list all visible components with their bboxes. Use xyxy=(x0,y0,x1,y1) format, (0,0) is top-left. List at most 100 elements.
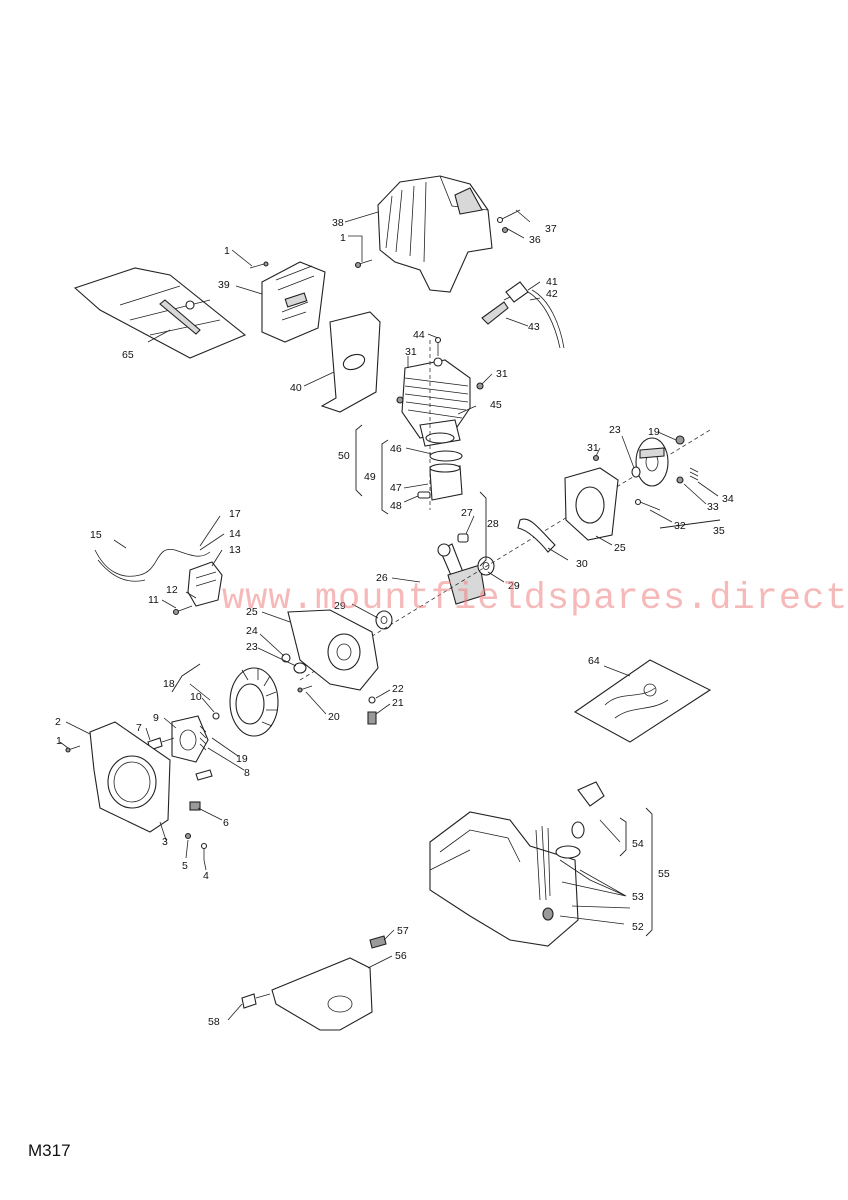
crankcase-screw xyxy=(297,685,313,693)
callout-35: 35 xyxy=(713,525,725,537)
callout-10: 10 xyxy=(190,691,202,703)
callout-7: 7 xyxy=(136,722,142,734)
fuel-filter xyxy=(542,907,554,921)
page-code: M317 xyxy=(28,1141,71,1160)
cover-screw xyxy=(496,209,521,234)
fuel-tank xyxy=(429,811,579,947)
callout-3: 3 xyxy=(162,836,168,848)
callout-50: 50 xyxy=(338,450,350,462)
muffler xyxy=(261,261,326,343)
callout-17: 17 xyxy=(229,508,241,520)
callout-42: 42 xyxy=(546,288,558,300)
crankshaft xyxy=(437,543,486,605)
starter-pulley xyxy=(171,715,209,763)
instruction-sheet xyxy=(573,659,712,743)
cover-screw-1 xyxy=(354,259,373,269)
clutch-washer xyxy=(631,466,641,478)
brackets xyxy=(171,424,721,937)
callout-13: 13 xyxy=(229,544,241,556)
clutch-screw xyxy=(634,498,661,511)
callouts: 38 1 37 36 1 39 41 42 43 65 44 31 31 40 … xyxy=(55,217,734,1028)
piston-pin xyxy=(417,491,431,499)
piston xyxy=(429,463,463,501)
callout-46: 46 xyxy=(390,443,402,455)
callout-18: 18 xyxy=(163,678,175,690)
callout-23: 23 xyxy=(609,424,621,436)
clutch-bolt xyxy=(676,476,684,484)
crankcase-left xyxy=(287,609,379,691)
callout-54: 54 xyxy=(632,838,644,850)
fan-housing-screw xyxy=(65,745,81,753)
muffler-gasket xyxy=(320,311,381,413)
callout-8: 8 xyxy=(244,767,250,779)
clutch-assembly xyxy=(635,437,669,487)
callout-44: 44 xyxy=(413,329,425,341)
callout-11: 11 xyxy=(148,594,159,606)
callout-21: 21 xyxy=(392,697,404,709)
callout-39: 39 xyxy=(218,279,230,291)
callout-45: 45 xyxy=(490,399,502,411)
flywheel xyxy=(229,667,279,737)
callout-4: 4 xyxy=(203,870,209,882)
callout-19: 19 xyxy=(236,753,248,765)
crankcase-gasket xyxy=(517,518,556,553)
pawl-pin xyxy=(195,769,213,781)
fuel-lines xyxy=(535,825,551,901)
housing-screw xyxy=(200,842,208,860)
spark-plug xyxy=(481,295,513,325)
callout-6: 6 xyxy=(223,817,229,829)
grommet xyxy=(189,801,201,811)
piston-ring xyxy=(429,450,463,462)
callout-22: 22 xyxy=(392,683,404,695)
callout-23: 23 xyxy=(246,641,258,653)
crankcase-bolt xyxy=(367,696,377,725)
callout-1: 1 xyxy=(224,245,230,257)
callout-27: 27 xyxy=(461,507,473,519)
callout-38: 38 xyxy=(332,217,344,229)
ignition-wire xyxy=(94,548,211,582)
cylinder xyxy=(401,357,471,447)
callout-65: 65 xyxy=(122,349,134,361)
callout-31: 31 xyxy=(587,442,599,454)
crankcase-nut xyxy=(592,454,600,462)
watermark: www.mountfieldspares.direct xyxy=(222,578,848,620)
callout-29: 29 xyxy=(334,600,346,612)
piston-bearing xyxy=(457,533,469,543)
guard-screw-2 xyxy=(241,993,271,1009)
callout-34: 34 xyxy=(722,493,734,505)
callout-33: 33 xyxy=(707,501,719,513)
callout-48: 48 xyxy=(390,500,402,512)
muffler-screw xyxy=(249,261,269,269)
callout-43: 43 xyxy=(528,321,540,333)
guard-screw xyxy=(369,935,387,949)
cylinder-nut xyxy=(396,396,404,404)
callout-64: 64 xyxy=(588,655,600,667)
clutch-spring xyxy=(689,467,699,481)
callout-31: 31 xyxy=(405,346,417,358)
callout-52: 52 xyxy=(632,921,644,933)
housing-nut xyxy=(184,832,192,840)
oil-seal xyxy=(293,662,307,674)
callout-15: 15 xyxy=(90,529,102,541)
flywheel-nut xyxy=(212,712,220,720)
callout-28: 28 xyxy=(487,518,499,530)
spark-plug-cap xyxy=(505,281,565,349)
callout-56: 56 xyxy=(395,950,407,962)
callout-40: 40 xyxy=(290,382,302,394)
clutch-nut xyxy=(675,435,685,445)
leader-lines xyxy=(59,209,719,1021)
cylinder-bolt xyxy=(434,336,442,356)
guard xyxy=(271,957,373,1031)
crankcase-right xyxy=(564,467,619,541)
fuel-tank-neck xyxy=(555,845,581,859)
callout-24: 24 xyxy=(246,625,258,637)
callout-58: 58 xyxy=(208,1016,220,1028)
callout-9: 9 xyxy=(153,712,159,724)
callout-2: 2 xyxy=(55,716,61,728)
callout-47: 47 xyxy=(390,482,402,494)
fuel-cap-seal xyxy=(571,821,585,839)
fan-housing xyxy=(89,721,171,833)
callout-57: 57 xyxy=(397,925,409,937)
callout-25: 25 xyxy=(614,542,626,554)
